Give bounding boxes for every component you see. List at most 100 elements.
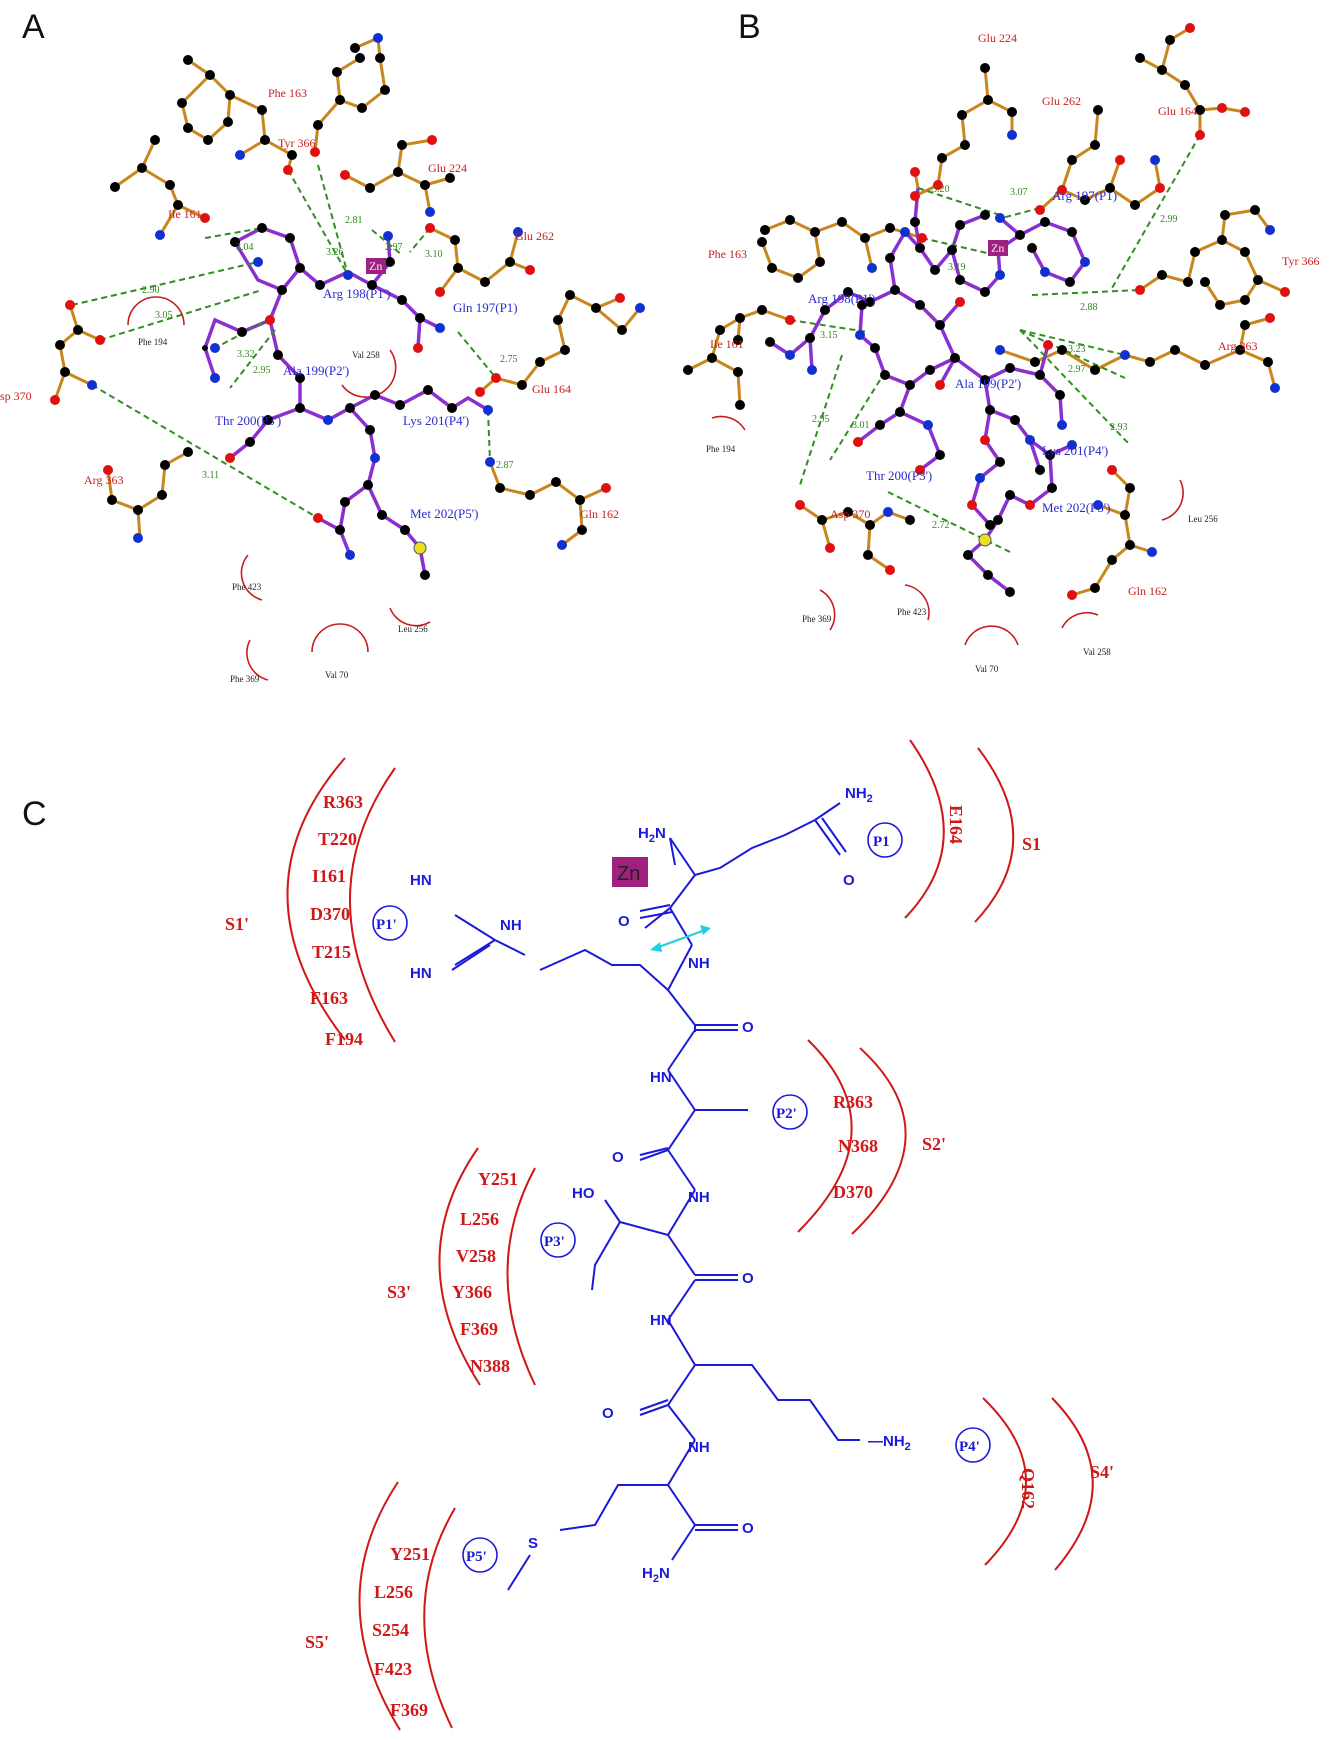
svg-text:3.05: 3.05 bbox=[155, 310, 173, 321]
svg-text:Ile 161: Ile 161 bbox=[168, 207, 202, 221]
panel-a: A bbox=[0, 8, 645, 684]
svg-text:F369: F369 bbox=[390, 1700, 428, 1720]
svg-text:Zn: Zn bbox=[617, 863, 640, 885]
svg-text:D370: D370 bbox=[310, 904, 350, 924]
label-arg198: Arg 198(P1') bbox=[323, 286, 390, 301]
panel-c-letter: C bbox=[22, 795, 47, 833]
panel-c: C bbox=[22, 739, 1114, 1731]
svg-text:HO: HO bbox=[572, 1185, 595, 1202]
svg-text:Asp 370: Asp 370 bbox=[830, 507, 870, 521]
panel-c-positions: P1 P1' P2' P3' P4' P5' bbox=[372, 822, 991, 1573]
label-gln197: Gln 197(P1) bbox=[453, 300, 518, 315]
panel-b-hydrophobic-labels: Phe 194 Leu 256 Phe 369 Phe 423 Val 70 V… bbox=[706, 444, 1218, 674]
svg-text:P3': P3' bbox=[544, 1234, 565, 1250]
position-p2p-circle bbox=[772, 1094, 808, 1130]
panel-a-hydrophobic-arc bbox=[311, 623, 369, 653]
svg-text:Y366: Y366 bbox=[452, 1282, 492, 1302]
svg-text:Phe 194: Phe 194 bbox=[138, 337, 168, 347]
svg-text:S2': S2' bbox=[922, 1134, 946, 1154]
svg-text:Glu 164: Glu 164 bbox=[532, 382, 571, 396]
svg-text:I161: I161 bbox=[312, 866, 346, 886]
svg-text:3.07: 3.07 bbox=[1010, 187, 1028, 198]
svg-text:2.97: 2.97 bbox=[385, 242, 403, 253]
svg-text:Phe 423: Phe 423 bbox=[232, 582, 262, 592]
svg-text:sp 370: sp 370 bbox=[0, 389, 32, 403]
svg-text:Phe 423: Phe 423 bbox=[897, 607, 927, 617]
position-p5p-circle bbox=[462, 1537, 498, 1573]
svg-text:2.75: 2.75 bbox=[500, 354, 518, 365]
svg-text:3.11: 3.11 bbox=[202, 470, 219, 481]
atom-nh2-amide: NH2 bbox=[845, 785, 873, 805]
svg-text:NH: NH bbox=[500, 917, 522, 934]
panel-a-hydrophobic-labels: Phe 194 Val 258 Phe 423 Leu 256 Phe 369 … bbox=[138, 337, 428, 684]
panel-b-distances: 3.20 3.07 2.99 3.19 2.88 3.15 3.23 2.97 … bbox=[812, 184, 1178, 531]
position-p1p-circle bbox=[372, 905, 408, 941]
panel-b-atoms bbox=[683, 23, 1290, 600]
label-lys201: Lys 201(P4') bbox=[403, 413, 469, 428]
svg-text:Gln 162: Gln 162 bbox=[1128, 584, 1167, 598]
svg-text:P2': P2' bbox=[776, 1106, 797, 1122]
pocket-s1-prime: R363 T220 I161 D370 T215 F163 F194 S1' bbox=[225, 757, 396, 1049]
panel-a-hbonds bbox=[71, 164, 497, 519]
panel-b-hydrophobic-arc bbox=[819, 589, 836, 631]
panel-a-hydrophobic-arcs bbox=[127, 296, 431, 681]
panel-a-ligand-labels: Arg 198(P1') Gln 197(P1) Ala 199(P2') Th… bbox=[215, 286, 518, 521]
svg-text:T215: T215 bbox=[312, 942, 351, 962]
panel-b-hydrophobic-arc bbox=[711, 415, 746, 431]
svg-text:3.04: 3.04 bbox=[236, 242, 254, 253]
svg-text:2.99: 2.99 bbox=[1160, 214, 1178, 225]
panel-b-hydrophobic-arc bbox=[964, 625, 1019, 646]
panel-b-letter: B bbox=[738, 8, 761, 46]
svg-text:3.26: 3.26 bbox=[326, 247, 344, 258]
label-met202: Met 202(P5') bbox=[410, 506, 478, 521]
svg-text:L256: L256 bbox=[460, 1209, 499, 1229]
svg-text:O: O bbox=[612, 1149, 624, 1166]
svg-text:S254: S254 bbox=[372, 1620, 409, 1640]
pocket-s5-prime: Y251 L256 S254 F423 F369 S5' bbox=[305, 1481, 456, 1731]
panel-a-residue-labels: Phe 163 Tyr 366 Ile 161 Glu 224 Glu 262 … bbox=[0, 86, 619, 521]
panel-a-hydrophobic-arc bbox=[240, 554, 263, 601]
svg-text:Phe 163: Phe 163 bbox=[708, 247, 747, 261]
svg-text:NH: NH bbox=[688, 955, 710, 972]
svg-text:Y251: Y251 bbox=[478, 1169, 518, 1189]
pocket-s4-prime: Q162 S4' bbox=[982, 1397, 1114, 1571]
svg-text:3.19: 3.19 bbox=[948, 262, 966, 273]
atom-nh2-lys: —NH2 bbox=[868, 1433, 911, 1453]
svg-text:Ala 199(P2'): Ala 199(P2') bbox=[955, 376, 1021, 391]
svg-text:Arg 198(P1'): Arg 198(P1') bbox=[808, 291, 875, 306]
svg-text:2.81: 2.81 bbox=[345, 215, 363, 226]
svg-text:Val 258: Val 258 bbox=[1083, 647, 1111, 657]
panel-b-zinc: Zn bbox=[988, 240, 1008, 256]
svg-text:Phe 163: Phe 163 bbox=[268, 86, 307, 100]
svg-text:O: O bbox=[618, 913, 630, 930]
svg-text:Tyr 366: Tyr 366 bbox=[278, 136, 316, 150]
svg-text:F369: F369 bbox=[460, 1319, 498, 1339]
svg-text:F163: F163 bbox=[310, 988, 348, 1008]
svg-text:2.95: 2.95 bbox=[812, 414, 830, 425]
svg-text:S3': S3' bbox=[387, 1282, 411, 1302]
svg-text:Arg 363: Arg 363 bbox=[84, 473, 123, 487]
svg-text:Q162: Q162 bbox=[1018, 1468, 1038, 1509]
panel-b: B bbox=[683, 8, 1320, 674]
svg-text:Zn: Zn bbox=[991, 241, 1004, 255]
svg-text:D370: D370 bbox=[833, 1182, 873, 1202]
svg-text:Arg 197(P1): Arg 197(P1) bbox=[1052, 188, 1117, 203]
svg-text:2.93: 2.93 bbox=[1110, 422, 1128, 433]
svg-text:HN: HN bbox=[650, 1312, 672, 1329]
svg-text:O: O bbox=[843, 872, 855, 889]
panel-c-zinc: Zn bbox=[612, 857, 648, 887]
svg-text:Zn: Zn bbox=[369, 259, 382, 273]
svg-text:V258: V258 bbox=[456, 1246, 496, 1266]
svg-text:HN: HN bbox=[410, 872, 432, 889]
panel-a-ligand-bonds bbox=[203, 226, 489, 576]
svg-text:Lys 201(P4'): Lys 201(P4') bbox=[1042, 443, 1108, 458]
panel-a-zinc: Zn bbox=[366, 258, 386, 274]
svg-text:3.23: 3.23 bbox=[1068, 344, 1086, 355]
svg-text:P1': P1' bbox=[376, 917, 397, 933]
pocket-s2-prime: R363 N368 D370 S2' bbox=[797, 1039, 946, 1235]
svg-text:HN: HN bbox=[410, 965, 432, 982]
svg-text:S5': S5' bbox=[305, 1632, 329, 1652]
svg-text:S4': S4' bbox=[1090, 1462, 1114, 1482]
svg-text:P5': P5' bbox=[466, 1549, 487, 1565]
